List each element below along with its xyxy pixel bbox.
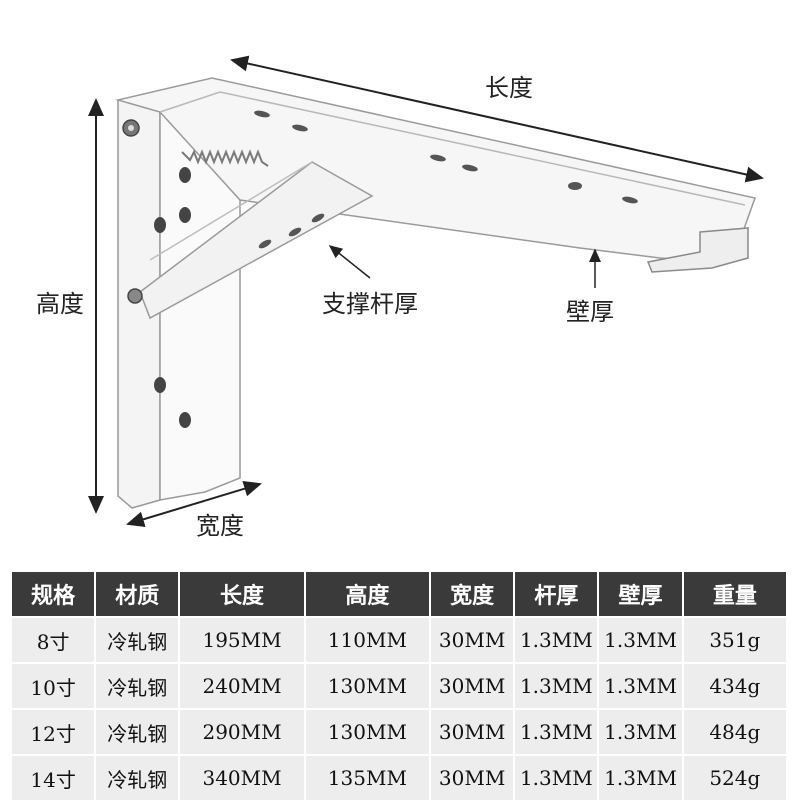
cell-length: 340MM — [178, 754, 306, 802]
cell-length: 290MM — [178, 708, 306, 756]
cell-weight: 524g — [681, 754, 789, 802]
cell-height: 135MM — [303, 754, 432, 802]
cell-weight: 484g — [681, 708, 789, 756]
header-brace-thickness: 杆厚 — [513, 570, 600, 618]
header-spec: 规格 — [9, 570, 97, 618]
cell-width: 30MM — [429, 708, 516, 756]
spec-table: 规格 材质 长度 高度 宽度 杆厚 壁厚 重量 8寸 冷轧钢 195MM 110… — [9, 570, 789, 802]
cell-width: 30MM — [429, 754, 516, 802]
cell-material: 冷轧钢 — [94, 662, 181, 710]
cell-weight: 351g — [681, 616, 789, 664]
cell-spec: 10寸 — [9, 662, 97, 710]
cell-wall-thickness: 1.3MM — [597, 708, 684, 756]
cell-weight: 434g — [681, 662, 789, 710]
cell-brace-thickness: 1.3MM — [513, 616, 600, 664]
cell-material: 冷轧钢 — [94, 708, 181, 756]
support-brace — [139, 161, 374, 320]
cell-height: 110MM — [303, 616, 432, 664]
brace-thickness-label: 支撑杆厚 — [322, 290, 418, 318]
cell-brace-thickness: 1.3MM — [513, 754, 600, 802]
rivet-middle — [127, 288, 143, 304]
header-width: 宽度 — [429, 570, 516, 618]
cell-wall-thickness: 1.3MM — [597, 662, 684, 710]
header-height: 高度 — [303, 570, 432, 618]
table-header-row: 规格 材质 长度 高度 宽度 杆厚 壁厚 重量 — [9, 570, 789, 618]
cell-spec: 8寸 — [9, 616, 97, 664]
table-row: 12寸 冷轧钢 290MM 130MM 30MM 1.3MM 1.3MM 484… — [9, 708, 789, 756]
width-label: 宽度 — [196, 512, 244, 540]
brace-thickness-pointer — [328, 245, 371, 279]
table-row: 10寸 冷轧钢 240MM 130MM 30MM 1.3MM 1.3MM 434… — [9, 662, 789, 710]
wall-thickness-label: 壁厚 — [566, 298, 614, 326]
header-wall-thickness: 壁厚 — [597, 570, 684, 618]
cell-material: 冷轧钢 — [94, 616, 181, 664]
cell-wall-thickness: 1.3MM — [597, 616, 684, 664]
width-dimension-arrow — [126, 480, 262, 528]
table-row: 14寸 冷轧钢 340MM 135MM 30MM 1.3MM 1.3MM 524… — [9, 754, 789, 802]
table-row: 8寸 冷轧钢 195MM 110MM 30MM 1.3MM 1.3MM 351g — [9, 616, 789, 664]
height-label: 高度 — [36, 290, 84, 318]
length-label: 长度 — [485, 74, 533, 102]
arm-end-clip — [646, 227, 749, 273]
header-length: 长度 — [178, 570, 306, 618]
length-dimension-arrow — [230, 55, 764, 183]
spring — [181, 149, 269, 167]
cell-length: 195MM — [178, 616, 306, 664]
cell-height: 130MM — [303, 662, 432, 710]
cell-spec: 14寸 — [9, 754, 97, 802]
cell-brace-thickness: 1.3MM — [513, 708, 600, 756]
cell-wall-thickness: 1.3MM — [597, 754, 684, 802]
cell-height: 130MM — [303, 708, 432, 756]
cell-width: 30MM — [429, 662, 516, 710]
header-material: 材质 — [94, 570, 181, 618]
header-weight: 重量 — [681, 570, 789, 618]
folding-bracket — [115, 77, 756, 509]
bracket-illustration: 长度 高度 宽度 — [36, 55, 764, 540]
cell-material: 冷轧钢 — [94, 754, 181, 802]
cell-brace-thickness: 1.3MM — [513, 662, 600, 710]
cell-width: 30MM — [429, 616, 516, 664]
cell-spec: 12寸 — [9, 708, 97, 756]
cell-length: 240MM — [178, 662, 306, 710]
